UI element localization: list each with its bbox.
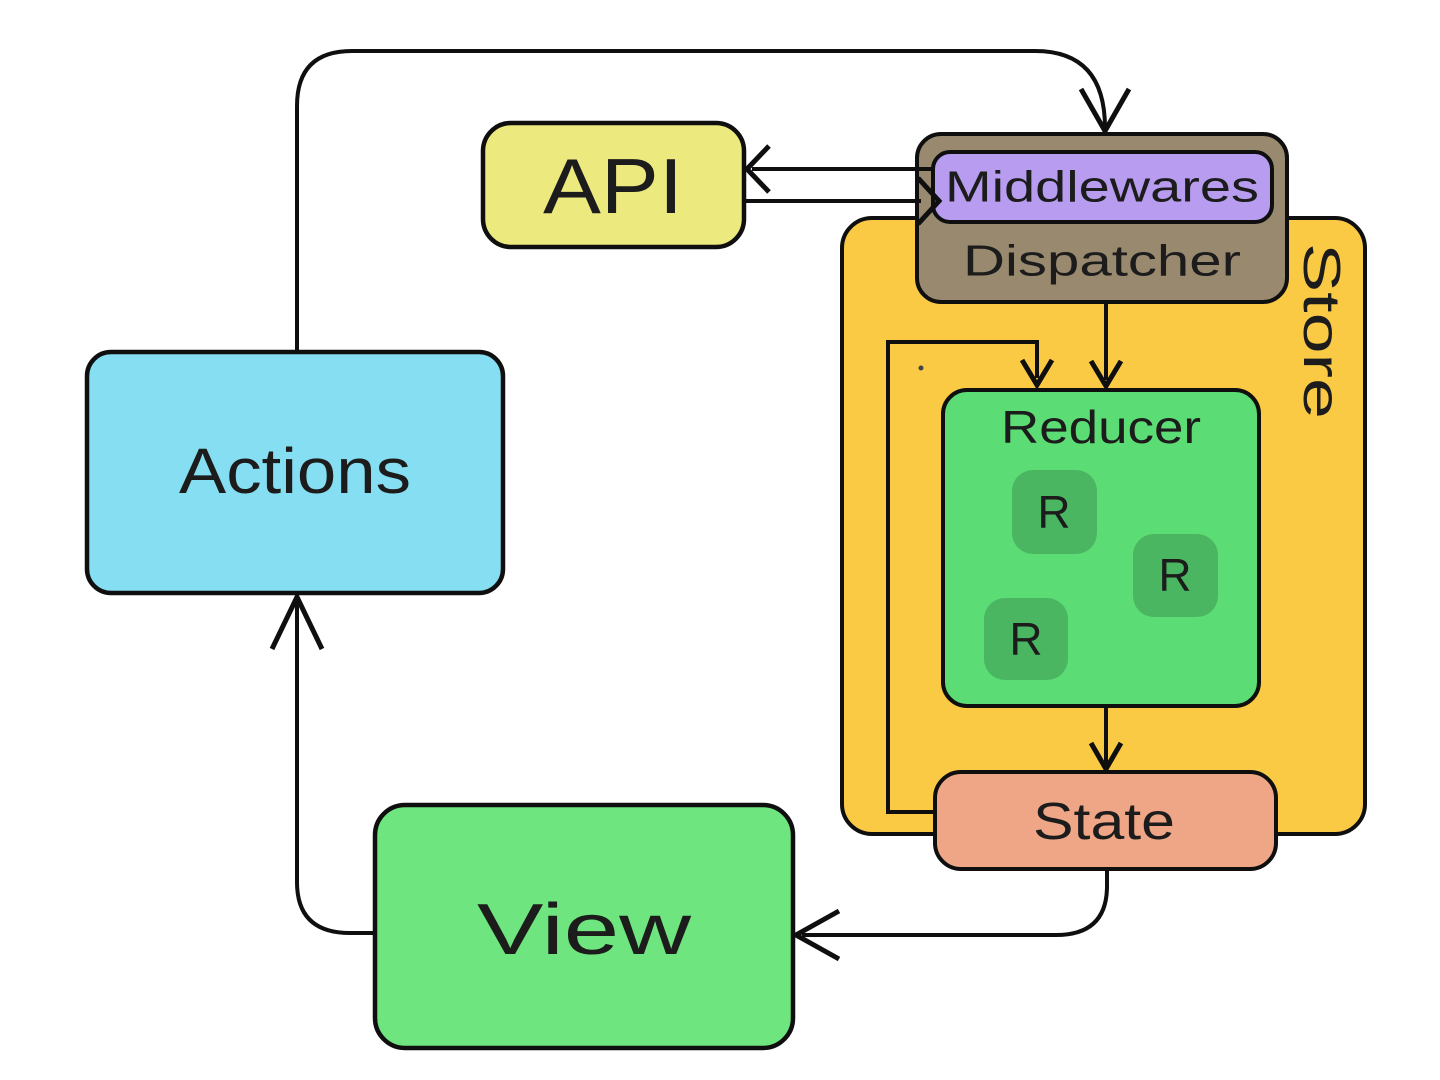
actions-box <box>84 349 506 596</box>
edge-state-to-reducer-loop <box>886 340 1039 814</box>
middlewares-label: Middlewares <box>945 163 1259 212</box>
reducer-item-1-box <box>1012 470 1097 554</box>
reducer-item-2: R <box>1133 534 1218 617</box>
api-node: API <box>480 120 747 250</box>
reducer-item-1-label: R <box>1037 486 1070 538</box>
arrowhead-into-reducer-center <box>1088 359 1124 391</box>
arrowhead-into-view <box>790 908 841 962</box>
state-node: State <box>933 770 1278 871</box>
dispatcher-label: Dispatcher <box>963 237 1241 286</box>
arrowhead-into-middlewares <box>916 176 943 226</box>
stray-mark <box>918 365 924 371</box>
middlewares-node: Middlewares <box>931 150 1274 224</box>
arrowhead-into-api <box>743 144 771 194</box>
reducer-item-1: R <box>1012 470 1097 554</box>
api-box <box>480 120 747 250</box>
view-node: View <box>372 802 796 1051</box>
reducer-label: Reducer <box>1001 401 1201 453</box>
state-label: State <box>1033 793 1175 851</box>
view-label: View <box>477 890 692 970</box>
reducer-item-3-box <box>984 598 1068 680</box>
nodes-layer: Actions API Dispatcher Middlewares Reduc… <box>84 120 1289 1051</box>
edges-under <box>269 49 1132 962</box>
actions-label: Actions <box>179 435 411 507</box>
arrowhead-into-state <box>1088 741 1124 775</box>
view-box <box>372 802 796 1051</box>
edge-actions-to-dispatcher <box>295 49 1107 351</box>
reducer-item-2-box <box>1133 534 1218 617</box>
middlewares-box <box>931 150 1274 224</box>
edges-over <box>743 144 943 226</box>
store-label: Store <box>1292 243 1350 419</box>
arrowhead-into-dispatcher <box>1078 87 1132 137</box>
state-box <box>933 770 1278 871</box>
api-label: API <box>543 142 683 230</box>
arrowhead-into-actions <box>269 591 325 651</box>
reducer-node: Reducer R R R <box>941 388 1261 708</box>
edge-state-to-view <box>802 868 1109 937</box>
actions-node: Actions <box>84 349 506 596</box>
reducer-item-3: R <box>984 598 1068 680</box>
edge-view-to-actions <box>295 603 376 935</box>
reducer-item-3-label: R <box>1009 613 1042 665</box>
arrowhead-into-reducer-left <box>1019 358 1055 390</box>
reducer-item-2-label: R <box>1158 549 1191 601</box>
